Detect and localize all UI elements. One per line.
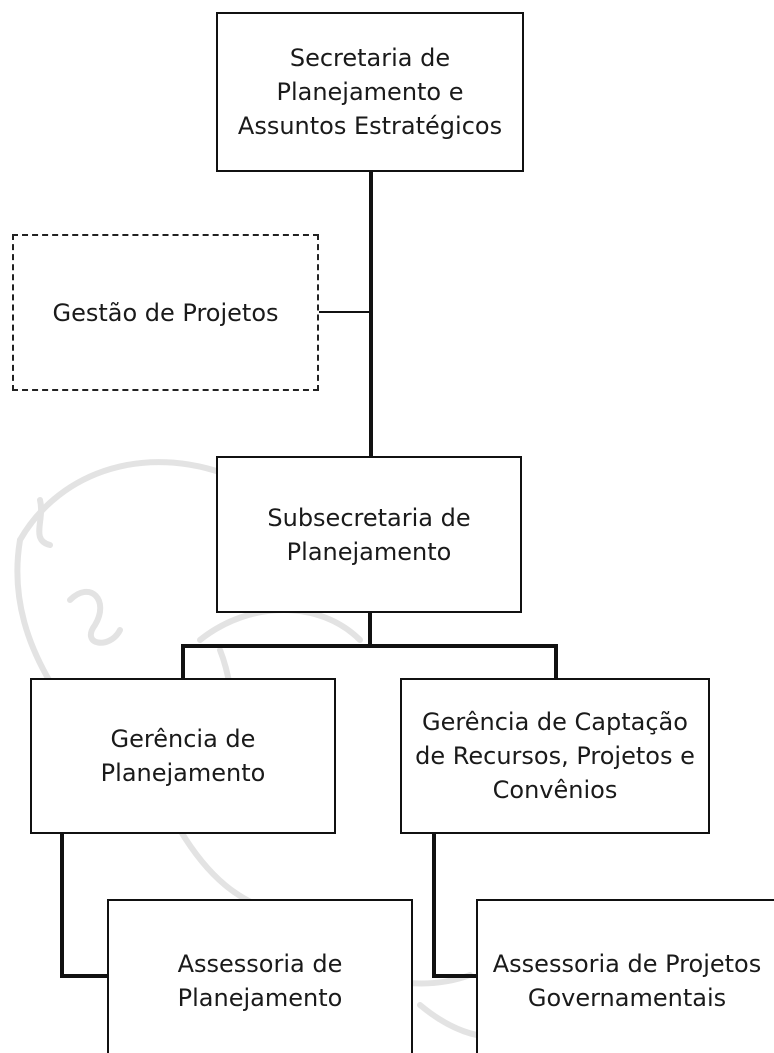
node-gerencia-planejamento-label: Gerência de Planejamento (100, 725, 266, 787)
node-gerencia-captacao: Gerência de Captação de Recursos, Projet… (400, 678, 710, 834)
node-subsecretaria-label: Subsecretaria de Planejamento (267, 503, 471, 566)
node-gestao-projetos-label: Gestão de Projetos (52, 298, 279, 327)
node-assessoria-projetos: Assessoria de Projetos Governamentais (476, 899, 774, 1053)
node-gestao-projetos: Gestão de Projetos (12, 234, 319, 391)
node-secretaria-label: Secretaria de Planejamento e Assuntos Es… (237, 44, 503, 140)
node-assessoria-planejamento: Assessoria de Planejamento (107, 899, 413, 1053)
node-subsecretaria: Subsecretaria de Planejamento (216, 456, 522, 613)
node-assessoria-planejamento-label: Assessoria de Planejamento (177, 950, 343, 1012)
node-gerencia-captacao-label: Gerência de Captação de Recursos, Projet… (415, 708, 695, 804)
node-gerencia-planejamento: Gerência de Planejamento (30, 678, 336, 834)
node-secretaria: Secretaria de Planejamento e Assuntos Es… (216, 12, 524, 172)
node-assessoria-projetos-label: Assessoria de Projetos Governamentais (492, 950, 762, 1012)
connector-gerencia-assessoria-projetos (432, 832, 478, 978)
connector-gerencia-assessoria-planejamento (60, 832, 109, 978)
